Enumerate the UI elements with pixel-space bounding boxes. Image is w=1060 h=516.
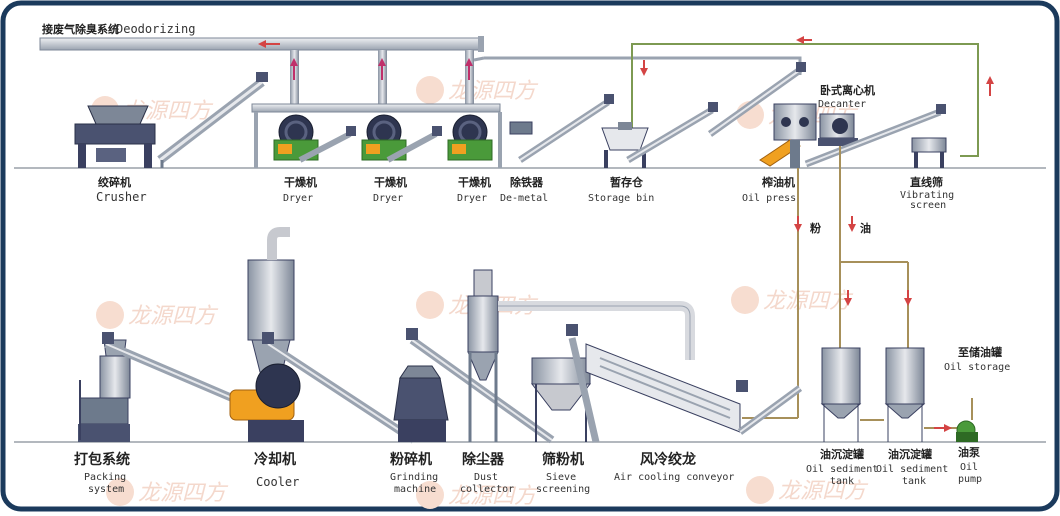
dryer-2-label-cn: 干燥机 bbox=[374, 175, 407, 189]
grinding-machine bbox=[393, 328, 555, 444]
oil-press-machine bbox=[759, 103, 817, 168]
watermark-text: 龙源四方 bbox=[138, 481, 229, 506]
sediment-2-label-en2: tank bbox=[902, 476, 926, 487]
dust-collector-label-cn: 除尘器 bbox=[462, 451, 505, 468]
vibrating-screen-machine bbox=[804, 104, 947, 168]
dryer-2-label-en: Dryer bbox=[373, 193, 403, 204]
air-cooling-conveyor-machine bbox=[585, 343, 803, 435]
storage-bin-machine bbox=[601, 122, 649, 168]
watermark-text: 龙源四方 bbox=[448, 484, 539, 509]
top-labels: 绞碎机 Crusher 干燥机 Dryer 干燥机 Dryer 干燥机 Drye… bbox=[96, 83, 954, 211]
storage-bin-label-cn: 暂存仓 bbox=[610, 175, 644, 189]
deodorizing-duct bbox=[39, 36, 802, 106]
grinding-label-en2: machine bbox=[394, 484, 436, 495]
dryer-1-label-en: Dryer bbox=[283, 193, 313, 204]
storage-bin-label-en: Storage bin bbox=[588, 193, 654, 204]
deodorizing-label-en: Deodorizing bbox=[116, 22, 195, 36]
sediment-tank-2 bbox=[884, 347, 926, 442]
dryer-3-label-en: Dryer bbox=[457, 193, 487, 204]
oil-pump-label-en2: pump bbox=[958, 474, 982, 485]
oil-press-label-cn: 榨油机 bbox=[761, 175, 795, 189]
packing-label-cn: 打包系统 bbox=[74, 451, 130, 468]
vibrating-label-en2: screen bbox=[910, 200, 946, 211]
dust-collector-machine bbox=[467, 269, 695, 442]
deodorizing-label-cn: 接废气除臭系统 bbox=[42, 22, 119, 36]
bottom-labels: 打包系统 Packing system 冷却机 Cooler 粉碎机 Grind… bbox=[74, 345, 1010, 495]
watermark-text: 龙源四方 bbox=[763, 289, 854, 314]
decanter-label-en: Decanter bbox=[818, 99, 866, 110]
watermark-text: 龙源四方 bbox=[778, 479, 869, 504]
crusher-label-en: Crusher bbox=[96, 190, 147, 204]
grinding-label-cn: 粉碎机 bbox=[390, 451, 432, 468]
vibrating-label-en: Vibrating bbox=[900, 190, 954, 201]
crusher-label-cn: 绞碎机 bbox=[98, 175, 131, 189]
de-metal-label-cn: 除铁器 bbox=[510, 175, 544, 189]
cooler-label-cn: 冷却机 bbox=[254, 451, 296, 468]
sediment-2-label-en: Oil sediment bbox=[876, 464, 948, 475]
packing-label-en2: system bbox=[88, 484, 124, 495]
dryer-machine-3 bbox=[447, 114, 493, 161]
oil-pump-label-cn: 油泵 bbox=[958, 445, 980, 459]
powder-flow-label: 粉 bbox=[810, 221, 821, 235]
dryer-3-label-cn: 干燥机 bbox=[458, 175, 491, 189]
screw-conveyor-1 bbox=[157, 72, 268, 168]
screw-conveyor-2 bbox=[626, 62, 806, 164]
sediment-1-label-cn: 油沉淀罐 bbox=[820, 447, 864, 461]
dryer-1-label-cn: 干燥机 bbox=[284, 175, 317, 189]
packing-label-en: Packing bbox=[84, 472, 126, 483]
sediment-1-label-en2: tank bbox=[830, 476, 854, 487]
sediment-tank-1 bbox=[820, 347, 862, 442]
oil-pump-label-en: Oil bbox=[960, 462, 978, 473]
sieve-machine bbox=[530, 324, 600, 443]
dryer-machine-1 bbox=[273, 114, 356, 163]
watermark-text: 龙源四方 bbox=[448, 79, 539, 104]
packing-system-machine bbox=[78, 332, 248, 442]
dryer-machine-2 bbox=[361, 114, 442, 163]
air-return-line bbox=[631, 36, 994, 157]
cooler-label-en: Cooler bbox=[256, 475, 299, 489]
air-cooling-label-en: Air cooling conveyor bbox=[614, 472, 734, 483]
watermark-text: 龙源四方 bbox=[128, 304, 219, 329]
sieve-label-cn: 筛粉机 bbox=[542, 451, 584, 468]
oil-storage-label-cn: 至储油罐 bbox=[958, 345, 1002, 359]
oil-storage-label-en: Oil storage bbox=[944, 362, 1010, 373]
de-metal-machine bbox=[509, 94, 614, 163]
cooler-machine bbox=[229, 227, 417, 444]
sediment-2-label-cn: 油沉淀罐 bbox=[888, 447, 932, 461]
sieve-label-en2: screening bbox=[536, 484, 590, 495]
dust-collector-label-en2: collector bbox=[460, 484, 514, 495]
air-cooling-label-cn: 风冷绞龙 bbox=[640, 451, 696, 468]
crusher-machine bbox=[74, 105, 156, 168]
oil-flow-label: 油 bbox=[860, 221, 871, 235]
decanter-label-cn: 卧式离心机 bbox=[820, 83, 875, 97]
sieve-label-en: Sieve bbox=[546, 472, 576, 483]
decanter-machine bbox=[818, 113, 858, 146]
de-metal-label-en: De-metal bbox=[500, 193, 548, 204]
grinding-label-en: Grinding bbox=[390, 472, 438, 483]
oil-pump-machine bbox=[956, 420, 978, 442]
sediment-1-label-en: Oil sediment bbox=[806, 464, 878, 475]
oil-flow-lines bbox=[742, 146, 973, 432]
dryer-frame bbox=[251, 103, 502, 168]
dust-collector-label-en: Dust bbox=[474, 472, 498, 483]
oil-press-label-en: Oil press bbox=[742, 193, 796, 204]
vibrating-label-cn: 直线筛 bbox=[910, 175, 943, 189]
